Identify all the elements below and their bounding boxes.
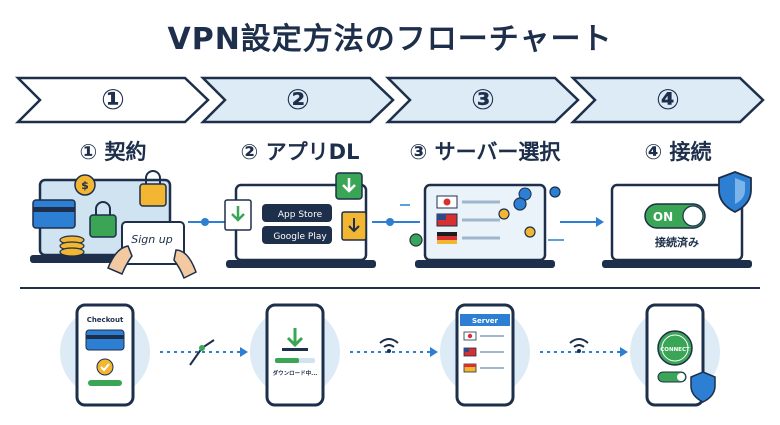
phone-download-illustration: ダウンロード中...: [250, 303, 340, 407]
laptop-download-illustration: App Store Google Play: [224, 172, 376, 268]
page-title: VPN設定方法のフローチャート: [167, 22, 613, 57]
phone-server-illustration: Server: [440, 303, 530, 407]
laptop-server-illustration: [400, 183, 564, 268]
wifi-icon: [379, 338, 399, 348]
signature-text: Sign up: [131, 233, 172, 246]
laptop-connected-illustration: ON 接続済み: [602, 171, 752, 268]
step-number-2: ②: [286, 83, 310, 116]
svg-text:$: $: [81, 179, 89, 192]
chevron-2: [199, 76, 395, 124]
step-number-1: ①: [101, 83, 125, 116]
google-play-badge: [262, 226, 332, 244]
laptop-contract-illustration: $ Sign up: [30, 170, 197, 280]
app-store-badge: [262, 204, 332, 222]
step-number-3: ③: [471, 83, 495, 116]
connected-status: 接続済み: [655, 235, 699, 249]
wifi-icon: [569, 338, 589, 348]
shield-icon: [690, 371, 716, 403]
step-label-contract: ① 契約: [79, 140, 147, 164]
chevron-1: [14, 76, 210, 124]
connector-phone-1-2: [160, 339, 248, 366]
phone-connect-illustration: CONNECT: [630, 303, 720, 407]
connect-button: [657, 330, 693, 366]
checkout-header: Checkout: [87, 316, 124, 324]
step-label-connect: ④ 接続: [644, 140, 712, 164]
connect-label: CONNECT: [660, 347, 690, 353]
connector-phone-2-3: [350, 338, 438, 357]
toggle-label: ON: [653, 210, 673, 224]
server-header: Server: [472, 317, 499, 325]
phone-checkout-illustration: Checkout: [60, 303, 150, 407]
google-play-label: Google Play: [273, 232, 327, 242]
step-label-app-download: ② アプリDL: [240, 140, 360, 164]
chevron-3: [384, 76, 580, 124]
downloading-caption: ダウンロード中...: [273, 369, 318, 377]
connector-phone-3-4: [540, 338, 628, 357]
app-store-label: App Store: [278, 210, 323, 220]
step-label-server-select: ③ サーバー選択: [409, 140, 561, 164]
step-number-4: ④: [656, 83, 680, 116]
section-divider: [20, 287, 760, 289]
chevron-4: [569, 76, 765, 124]
